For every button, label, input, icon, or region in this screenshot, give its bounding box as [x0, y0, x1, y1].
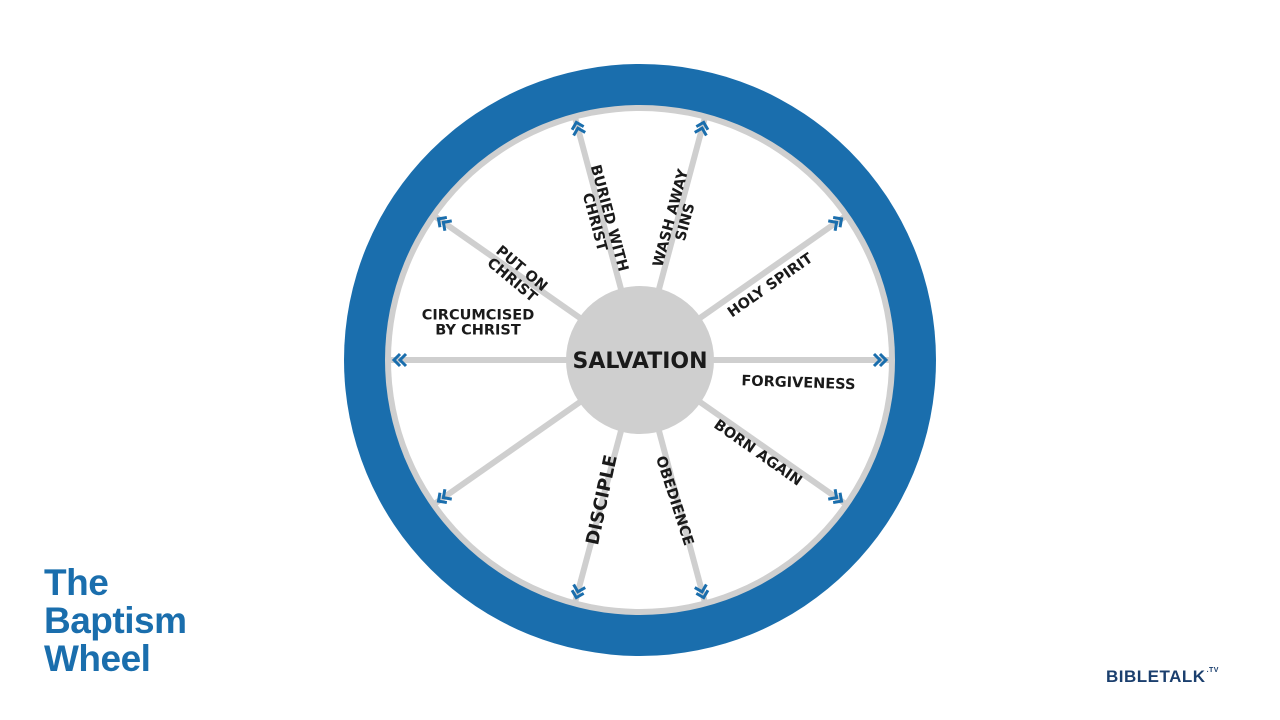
logo-suffix: .TV [1206, 667, 1219, 674]
double-chevron-icon [827, 215, 844, 231]
spoke-10 [431, 213, 583, 322]
arrows-group [391, 120, 889, 600]
spoke-8 [431, 398, 583, 507]
double-chevron-icon [570, 583, 586, 600]
double-chevron-icon [436, 215, 453, 231]
spoke-label-4: FORGIVENESS [741, 373, 856, 393]
spokes-group [388, 115, 892, 605]
double-chevron-icon [570, 120, 586, 137]
spoke-2 [655, 115, 709, 292]
title-line-2: Baptism [44, 600, 187, 641]
double-chevron-icon [827, 489, 844, 505]
title-line-3: Wheel [44, 638, 151, 679]
double-chevron-icon [694, 583, 710, 600]
spoke-6 [655, 428, 709, 605]
double-chevron-icon [391, 352, 408, 368]
double-chevron-icon [436, 489, 453, 505]
double-chevron-icon [872, 352, 889, 368]
logo-text: BIBLETALK [1106, 667, 1206, 686]
hub-label: SALVATION [572, 349, 707, 374]
page-title: The Baptism Wheel [44, 562, 187, 679]
spoke-3 [697, 213, 849, 322]
spoke-label-line: FORGIVENESS [741, 373, 856, 393]
spoke-label-line: BY CHRIST [435, 323, 521, 339]
hub [566, 286, 714, 434]
spoke-1 [571, 115, 625, 292]
title-line-1: The [44, 562, 109, 603]
double-chevron-icon [694, 120, 710, 137]
bibletalk-logo: BIBLETALK.TV [1106, 667, 1219, 687]
spoke-5 [697, 398, 849, 507]
spoke-label-line: CIRCUMCISED [422, 308, 534, 324]
spoke-7 [571, 428, 625, 605]
